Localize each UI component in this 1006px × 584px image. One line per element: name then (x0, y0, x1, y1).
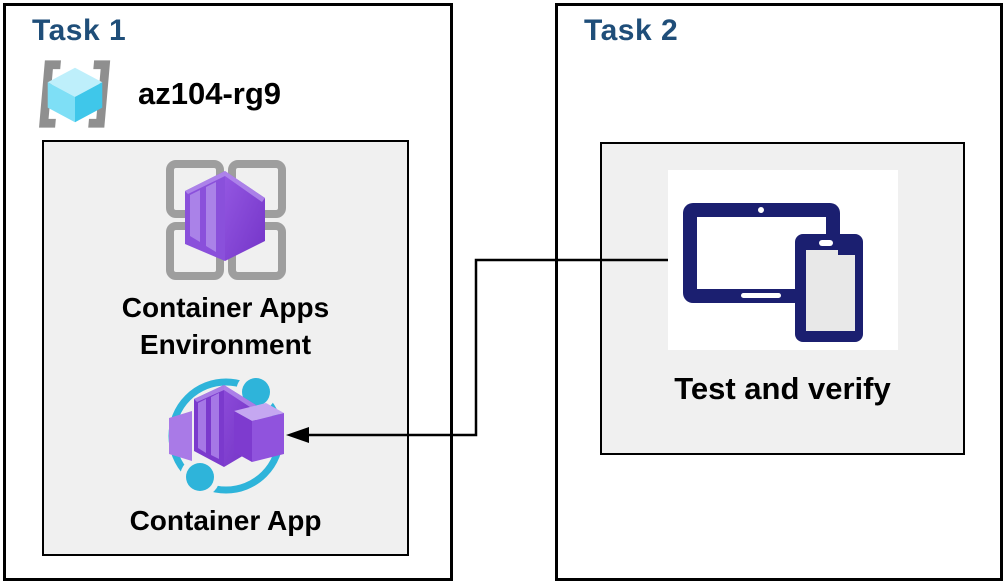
task1-title: Task 1 (32, 14, 127, 47)
container-app-label: Container App (129, 505, 322, 536)
cube-glyph (47, 67, 103, 123)
environment-label: Container Apps Environment (121, 292, 330, 360)
phone-glyph (795, 234, 863, 342)
task1-box: Task 1 az104-rg9 (3, 3, 453, 581)
devices-card (668, 170, 898, 350)
container-app-icon (156, 366, 296, 511)
task1-panel: Container Apps Environment (42, 140, 409, 556)
container-boxes-glyph (168, 385, 284, 467)
task2-box: Task 2 (555, 3, 1003, 581)
resource-group-row: az104-rg9 (28, 56, 281, 132)
devices-icon (683, 203, 863, 342)
task2-panel: Test and verify (600, 142, 965, 455)
resource-group-icon (39, 60, 111, 128)
container-apps-environment-icon (164, 158, 288, 287)
container-box-glyph (184, 171, 265, 261)
verify-label: Test and verify (674, 371, 891, 406)
task2-title: Task 2 (584, 14, 679, 47)
resource-group-name: az104-rg9 (138, 76, 282, 111)
